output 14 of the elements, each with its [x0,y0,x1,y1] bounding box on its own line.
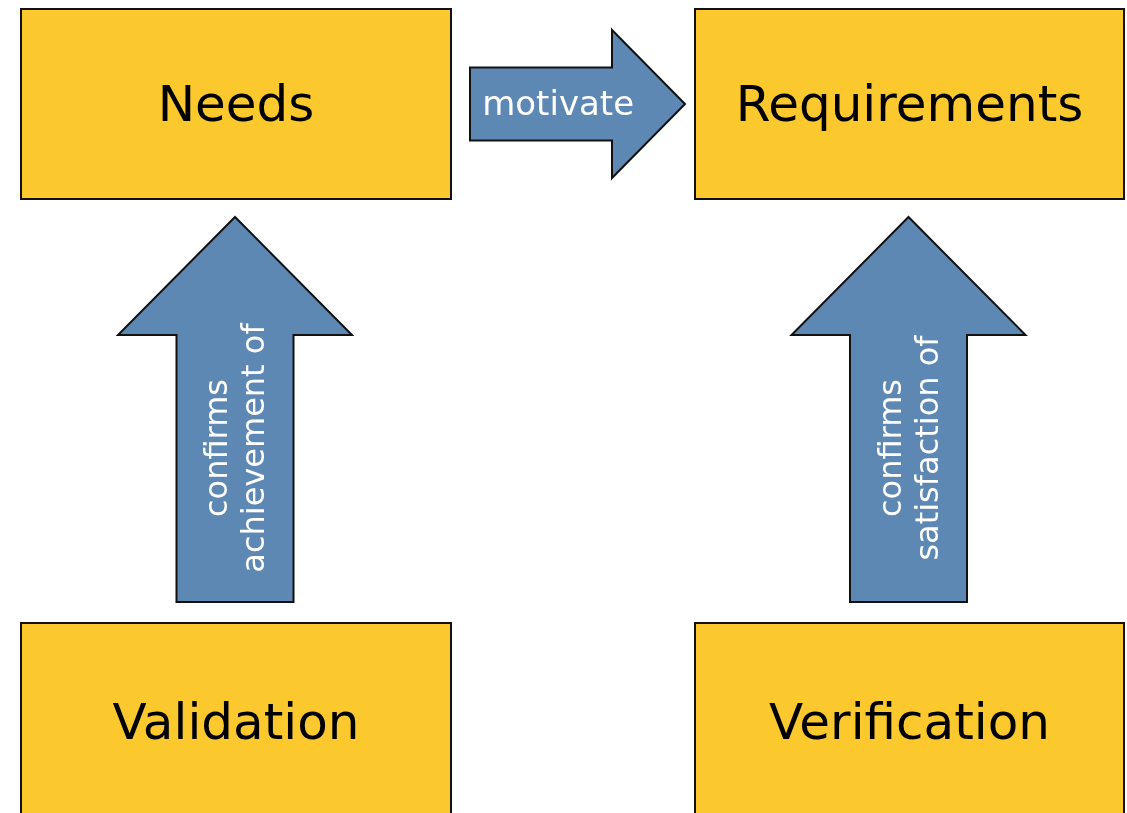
process-box [20,622,452,813]
block-arrow [469,27,687,181]
process-box [694,622,1125,813]
block-arrow [115,215,355,603]
edge-label: motivate [481,84,636,124]
box-label: Verification [769,693,1050,751]
edge-label: confirms satisfaction of [871,334,946,563]
box-label: Requirements [735,75,1084,133]
box-label: Needs [157,75,315,133]
process-box [20,8,452,200]
edge-label: confirms achievement of [198,321,272,575]
box-label: Validation [112,693,360,751]
process-box [694,8,1125,200]
block-arrow [789,215,1028,603]
